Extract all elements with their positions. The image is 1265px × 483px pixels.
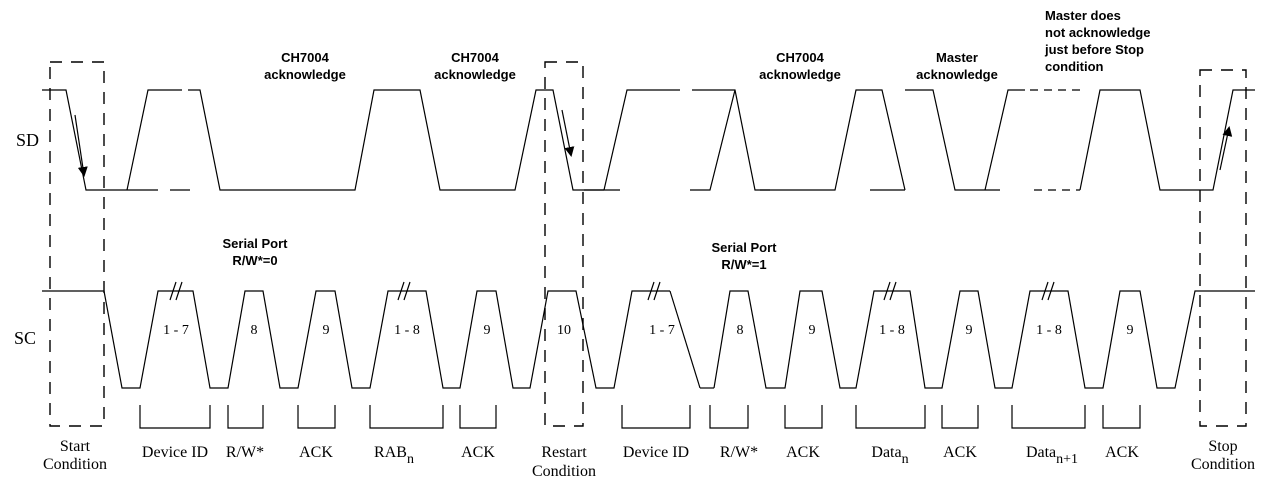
ack-label: ACK: [461, 444, 495, 461]
clock-label: 9: [484, 323, 491, 338]
clock-label: 10: [557, 323, 571, 338]
ack-label: ACK: [943, 444, 977, 461]
start-condition-box: [49, 61, 105, 427]
stop-condition-box: [1199, 69, 1247, 427]
sc-break-marks: [169, 281, 1055, 301]
master-ack-line2: acknowledge: [916, 67, 998, 82]
clock-label: 1 - 7: [163, 323, 189, 338]
ch7004-ack-3-line2: acknowledge: [759, 67, 841, 82]
device-id-label: Device ID: [623, 444, 689, 461]
sc-signal-label: SC: [14, 328, 36, 348]
clock-label: 9: [323, 323, 330, 338]
master-nack-line1: Master does: [1045, 8, 1121, 23]
stop-label-line1: Stop: [1208, 438, 1237, 455]
ack-annotations: CH7004 acknowledge CH7004 acknowledge CH…: [264, 8, 1150, 82]
data-n-label: Datan: [871, 444, 908, 467]
sc-waveform: [42, 290, 1255, 389]
clock-label: 8: [737, 323, 744, 338]
ack-label: ACK: [786, 444, 820, 461]
rw-label: R/W*: [720, 444, 758, 461]
rab-label: RABn: [374, 444, 414, 467]
serial-port-write-line1: Serial Port: [222, 236, 288, 251]
clock-label: 1 - 8: [879, 323, 905, 338]
phase-labels: Start Condition Device ID R/W* ACK RABn …: [43, 438, 1255, 480]
clock-label: 1 - 8: [1036, 323, 1062, 338]
device-id-label: Device ID: [142, 444, 208, 461]
ch7004-ack-1-line2: acknowledge: [264, 67, 346, 82]
stop-label-line2: Condition: [1191, 456, 1255, 473]
master-nack-line3: just before Stop: [1044, 42, 1144, 57]
ch7004-ack-2-line1: CH7004: [451, 50, 499, 65]
clock-label: 1 - 7: [649, 323, 675, 338]
clock-label: 9: [809, 323, 816, 338]
condition-boxes: [49, 61, 1247, 427]
restart-condition-box: [544, 61, 584, 427]
serial-port-write-line2: R/W*=0: [232, 253, 277, 268]
master-ack-line1: Master: [936, 50, 978, 65]
clock-label: 9: [966, 323, 973, 338]
start-label-line1: Start: [60, 438, 91, 455]
data-n1-label: Datan+1: [1026, 444, 1078, 467]
clock-label: 9: [1127, 323, 1134, 338]
serial-port-read-line2: R/W*=1: [721, 257, 766, 272]
phase-brackets: [139, 405, 1141, 429]
clock-label: 8: [251, 323, 258, 338]
clock-pulse-labels: 1 - 7 8 9 1 - 8 9 10 1 - 7 8 9 1 - 8 9 1…: [163, 323, 1133, 338]
sd-signal-label: SD: [16, 130, 39, 150]
sd-waveform: [42, 89, 1255, 191]
ack-label: ACK: [299, 444, 333, 461]
rw-label: R/W*: [226, 444, 264, 461]
restart-label-line1: Restart: [541, 444, 587, 461]
start-label-line2: Condition: [43, 456, 107, 473]
ack-label: ACK: [1105, 444, 1139, 461]
ch7004-ack-2-line2: acknowledge: [434, 67, 516, 82]
clock-label: 1 - 8: [394, 323, 420, 338]
serial-port-read-line1: Serial Port: [711, 240, 777, 255]
ch7004-ack-1-line1: CH7004: [281, 50, 329, 65]
master-nack-line2: not acknowledge: [1045, 25, 1150, 40]
ch7004-ack-3-line1: CH7004: [776, 50, 824, 65]
serial-port-annotations: Serial Port R/W*=0 Serial Port R/W*=1: [222, 236, 777, 272]
restart-label-line2: Condition: [532, 463, 596, 480]
master-nack-line4: condition: [1045, 59, 1104, 74]
